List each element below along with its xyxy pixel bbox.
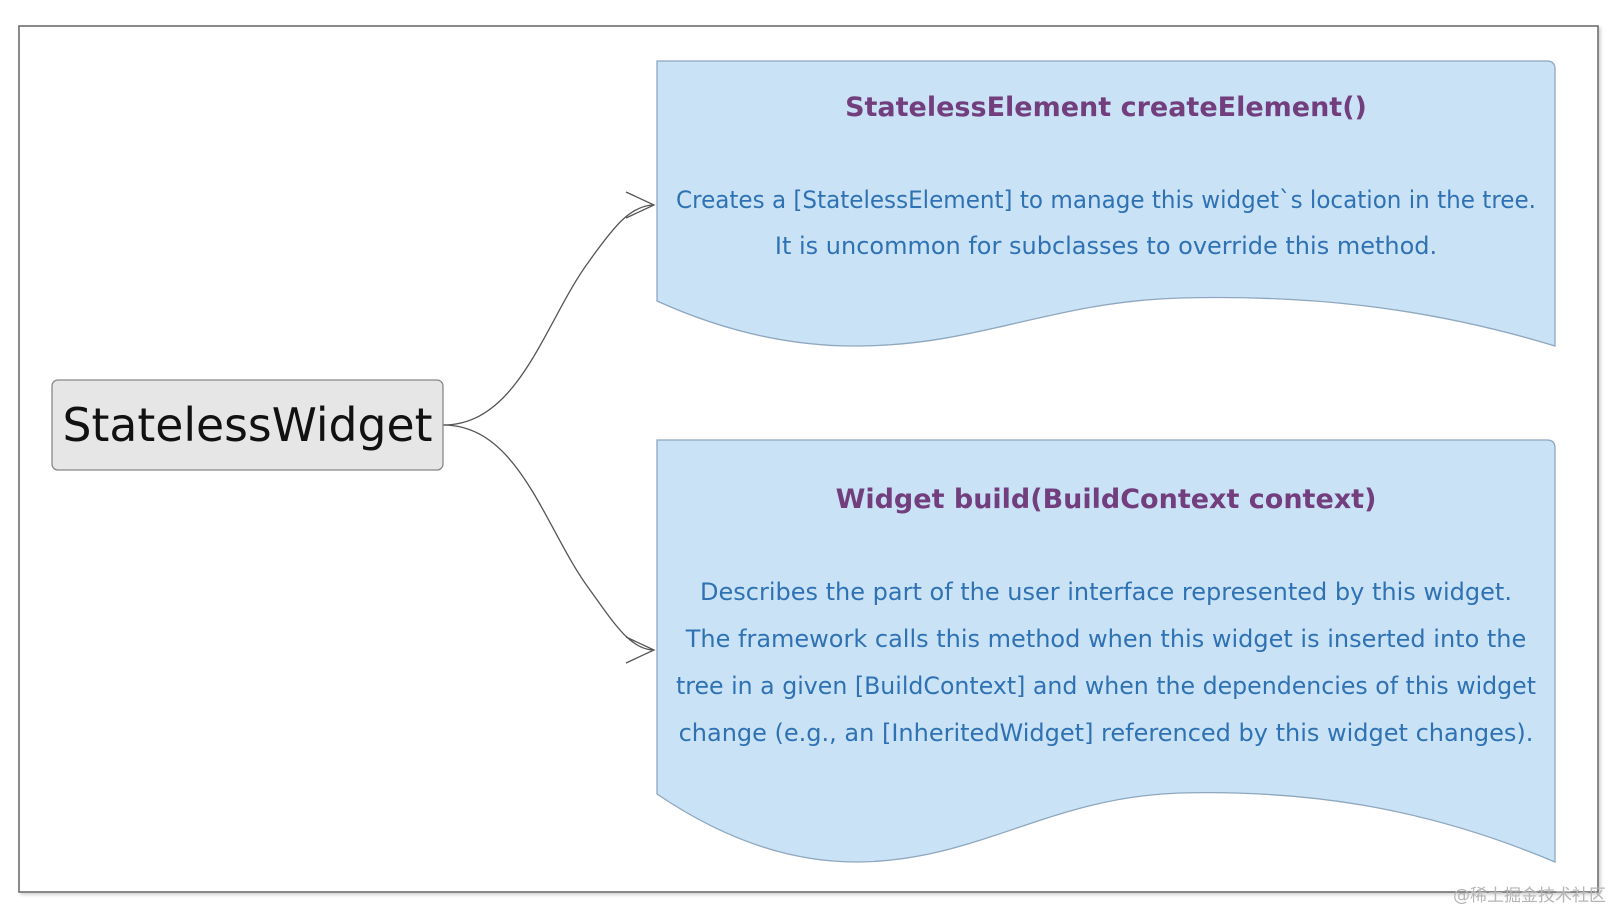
method-title: StatelessElement createElement() <box>845 92 1367 123</box>
method-description-line: It is uncommon for subclasses to overrid… <box>775 232 1437 260</box>
root-node-box <box>51 379 444 471</box>
method-description-line: Describes the part of the user interface… <box>700 578 1512 606</box>
method-note-box <box>656 439 1556 863</box>
watermark: @稀土掘金技术社区 <box>1453 886 1606 906</box>
connector-to-create-element <box>442 204 653 426</box>
method-description-line: tree in a given [BuildContext] and when … <box>676 672 1536 700</box>
method-note-box <box>656 60 1556 347</box>
root-node: StatelessWidget <box>51 379 444 471</box>
arrowhead-build <box>625 636 656 664</box>
method-title: Widget build(BuildContext context) <box>836 484 1377 515</box>
method-note-build: Widget build(BuildContext context) Descr… <box>656 439 1556 863</box>
method-description-line: The framework calls this method when thi… <box>685 625 1527 653</box>
arrowhead-create-element <box>625 191 656 219</box>
method-note-create-element: StatelessElement createElement() Creates… <box>656 60 1556 347</box>
method-description-line: change (e.g., an [InheritedWidget] refer… <box>679 719 1534 747</box>
method-description-line: Creates a [StatelessElement] to manage t… <box>676 186 1536 214</box>
root-node-label: StatelessWidget <box>63 398 433 452</box>
